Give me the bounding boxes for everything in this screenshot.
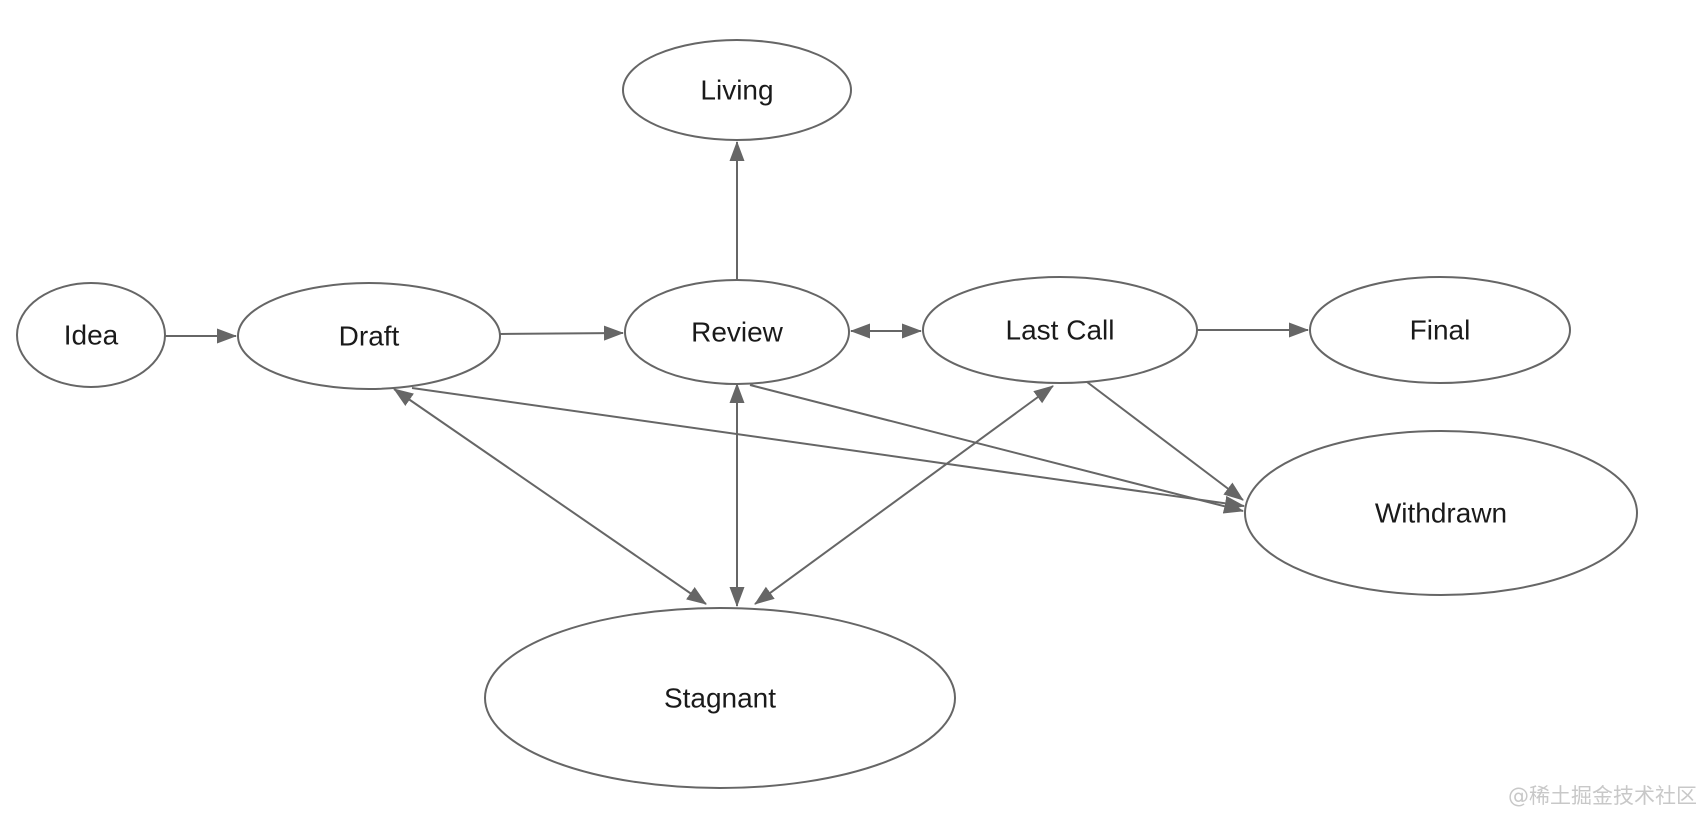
node-label-idea: Idea <box>64 320 119 351</box>
node-label-withdrawn: Withdrawn <box>1375 498 1507 529</box>
node-review: Review <box>624 279 850 385</box>
edge-last_call-withdrawn <box>1086 381 1244 501</box>
nodes-layer: Idea Draft Review Last Call Final LivingWithd… <box>16 39 1638 789</box>
node-living: Living <box>622 39 852 141</box>
node-idea: Idea <box>16 282 166 388</box>
node-final: Final <box>1309 276 1571 384</box>
node-last_call: Last Call <box>922 276 1198 384</box>
node-label-stagnant: Stagnant <box>664 683 776 714</box>
node-label-draft: Draft <box>339 321 400 352</box>
node-label-final: Final <box>1410 315 1471 346</box>
edge-last_call-stagnant <box>754 385 1054 605</box>
node-label-last_call: Last Call <box>1006 315 1115 346</box>
node-stagnant: Stagnant <box>484 607 956 789</box>
edges-layer <box>165 141 1309 607</box>
node-shape-stagnant <box>484 607 956 789</box>
edge-draft-review <box>499 325 624 341</box>
edge-draft-stagnant <box>393 388 707 605</box>
node-withdrawn: Withdrawn <box>1244 430 1638 596</box>
node-draft: Draft <box>237 282 501 390</box>
node-label-living: Living <box>700 75 773 106</box>
node-shape-withdrawn <box>1244 430 1638 596</box>
node-label-review: Review <box>691 317 784 348</box>
node-shape-final <box>1309 276 1571 384</box>
watermark: @稀土掘金技术社区 <box>1508 784 1697 808</box>
edge-review-withdrawn <box>749 384 1244 514</box>
node-shape-living <box>622 39 852 141</box>
node-shape-draft <box>237 282 501 390</box>
edge-draft-withdrawn <box>411 387 1245 511</box>
